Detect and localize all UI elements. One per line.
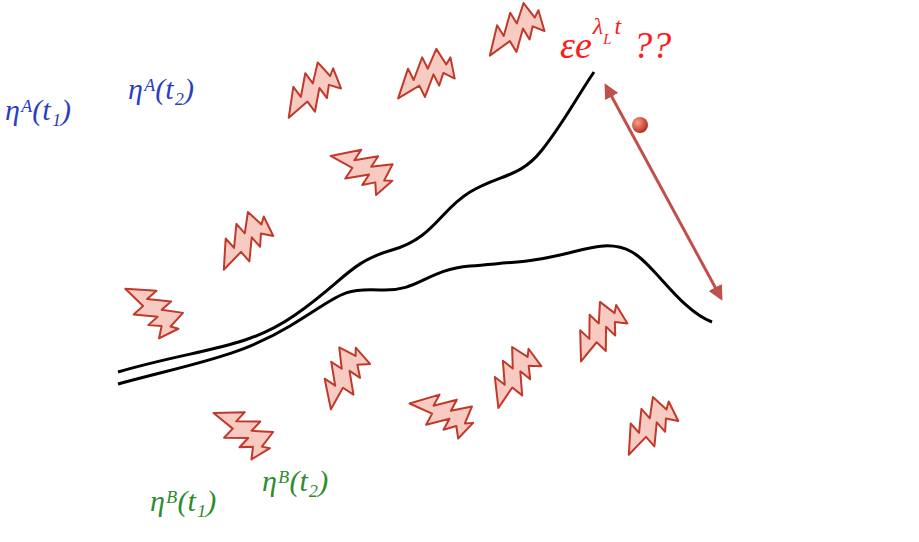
trajectory-b xyxy=(118,246,712,384)
noise-label: ηᴮ(t₂) xyxy=(262,466,328,496)
growth-label: εe xyxy=(560,26,592,64)
growth-exponent: t xyxy=(615,14,622,38)
bullet-dot xyxy=(632,117,648,133)
separation-arrow xyxy=(606,86,721,298)
growth-label: ?? xyxy=(633,26,671,64)
growth-exponent: λ xyxy=(593,14,603,38)
noise-label: ηᴮ(t₁) xyxy=(150,486,216,516)
growth-exponent: L xyxy=(603,32,611,47)
trajectory-a xyxy=(118,72,594,372)
noise-label: ηᴬ(t₂) xyxy=(128,74,194,104)
noise-label: ηᴬ(t₁) xyxy=(5,95,71,125)
noise-bolts xyxy=(112,0,684,468)
